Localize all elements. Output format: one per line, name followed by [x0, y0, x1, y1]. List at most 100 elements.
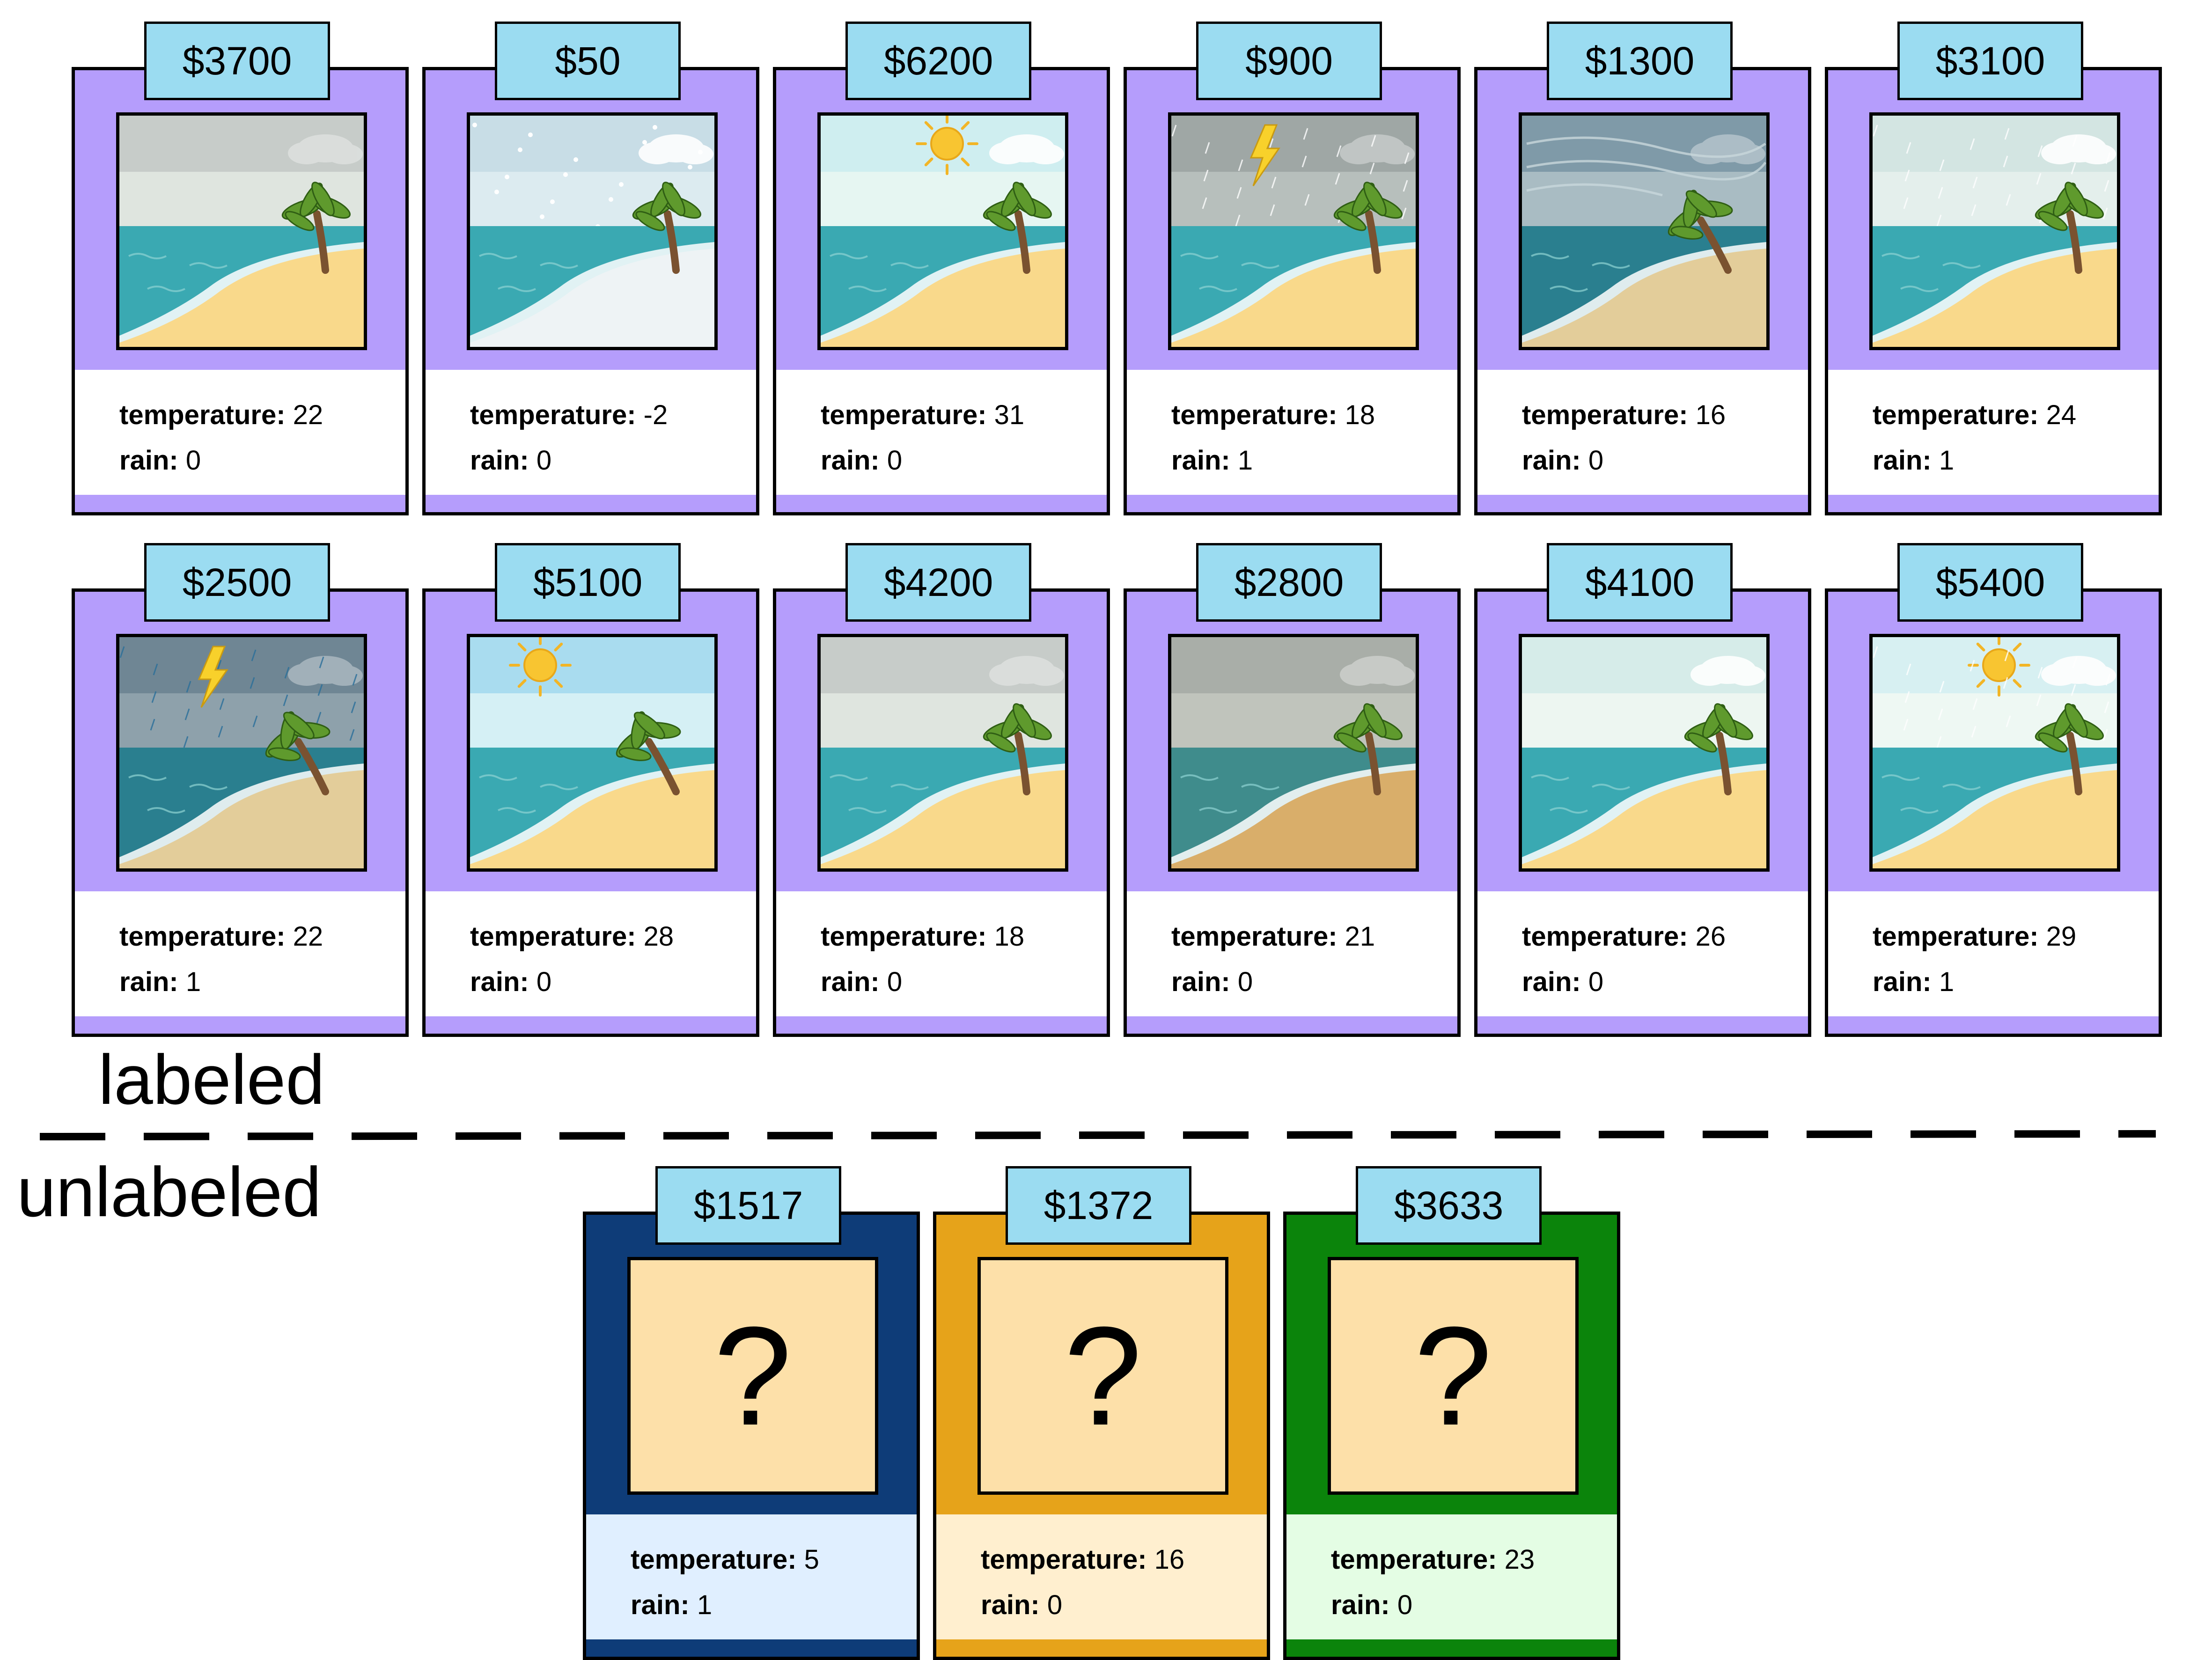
temperature-value: 16 — [1154, 1544, 1185, 1575]
cloud-icon — [989, 134, 1064, 164]
card-footer — [1286, 1514, 1617, 1639]
rain-row: rain: 0 — [1331, 1582, 1535, 1628]
temperature-label: temperature: — [1171, 400, 1337, 430]
rain-row: rain: 0 — [981, 1582, 1184, 1628]
price-tag: $5400 — [1897, 543, 2083, 622]
beach-scene-image — [1168, 112, 1419, 350]
beach-scene-image — [1168, 634, 1419, 872]
section-divider — [40, 1130, 2156, 1140]
temperature-label: temperature: — [119, 921, 286, 952]
rain-value: 0 — [1237, 967, 1253, 997]
rain-label: rain: — [631, 1590, 690, 1620]
rain-row: rain: 0 — [470, 438, 668, 483]
cloud-icon — [1340, 656, 1415, 686]
card-footer — [1127, 891, 1457, 1016]
palm-tree-icon — [2035, 703, 2104, 795]
beach-scene-image — [467, 634, 718, 872]
cloud-icon — [2041, 656, 2116, 686]
temperature-label: temperature: — [470, 400, 636, 430]
card-footer — [936, 1514, 1267, 1639]
beach-scene-image — [1519, 634, 1770, 872]
cloud-icon — [1690, 134, 1765, 164]
palm-tree-icon — [2035, 182, 2104, 274]
rain-value: 0 — [536, 445, 552, 476]
card-footer — [426, 891, 756, 1016]
beach-scene-image — [116, 112, 367, 350]
temperature-label: temperature: — [821, 921, 987, 952]
temperature-row: temperature: 22 — [119, 392, 323, 438]
card-footer — [776, 370, 1107, 495]
card-footer — [1828, 370, 2159, 495]
temperature-value: 18 — [994, 921, 1025, 952]
temperature-value: 24 — [2046, 400, 2077, 430]
temperature-value: 22 — [293, 400, 323, 430]
rain-value: 0 — [887, 445, 903, 476]
temperature-row: temperature: 31 — [821, 392, 1024, 438]
price-tag: $3633 — [1356, 1166, 1542, 1245]
palm-tree-icon — [983, 182, 1052, 274]
palm-tree-icon — [1333, 182, 1403, 274]
palm-tree-icon — [983, 703, 1052, 795]
temperature-label: temperature: — [821, 400, 987, 430]
price-tag: $1300 — [1547, 22, 1733, 100]
rain-label: rain: — [1873, 445, 1932, 476]
card-footer — [1477, 891, 1808, 1016]
cloud-icon — [288, 134, 363, 164]
temperature-row: temperature: 18 — [821, 914, 1024, 959]
rain-label: rain: — [981, 1590, 1040, 1620]
card-footer — [586, 1514, 917, 1639]
card-footer — [1127, 370, 1457, 495]
card-footer — [426, 370, 756, 495]
rain-value: 1 — [697, 1590, 713, 1620]
unknown-image: ? — [977, 1257, 1228, 1495]
rain-row: rain: 0 — [1522, 438, 1726, 483]
lightning-icon — [1249, 124, 1280, 186]
rain-row: rain: 0 — [470, 959, 674, 1005]
temperature-label: temperature: — [1873, 400, 2039, 430]
rain-label: rain: — [1171, 967, 1230, 997]
card-footer — [75, 891, 405, 1016]
price-tag: $2800 — [1196, 543, 1382, 622]
beach-scene-image — [817, 112, 1068, 350]
rain-row: rain: 1 — [631, 1582, 819, 1628]
beach-scene-image — [116, 634, 367, 872]
temperature-value: -2 — [643, 400, 668, 430]
temperature-label: temperature: — [1522, 921, 1688, 952]
card-attributes: temperature: 16 rain: 0 — [981, 1537, 1184, 1628]
question-mark-icon: ? — [981, 1260, 1225, 1491]
card-footer — [776, 891, 1107, 1016]
temperature-value: 22 — [293, 921, 323, 952]
card-footer — [1828, 891, 2159, 1016]
temperature-value: 16 — [1695, 400, 1726, 430]
price-tag: $3100 — [1897, 22, 2083, 100]
rain-row: rain: 0 — [1522, 959, 1726, 1005]
price-tag: $4100 — [1547, 543, 1733, 622]
rain-value: 0 — [536, 967, 552, 997]
beach-scene-image — [817, 634, 1068, 872]
rain-label: rain: — [1522, 445, 1581, 476]
cloud-icon — [288, 656, 363, 686]
palm-tree-icon — [632, 182, 701, 274]
unlabeled-section-label: unlabeled — [17, 1153, 322, 1231]
temperature-label: temperature: — [981, 1544, 1147, 1575]
beach-scene-image — [467, 112, 718, 350]
rain-row: rain: 0 — [821, 438, 1024, 483]
temperature-row: temperature: -2 — [470, 392, 668, 438]
temperature-row: temperature: 22 — [119, 914, 323, 959]
temperature-label: temperature: — [1873, 921, 2039, 952]
palm-tree-icon — [1333, 703, 1403, 795]
temperature-label: temperature: — [631, 1544, 797, 1575]
unknown-image: ? — [627, 1257, 878, 1495]
